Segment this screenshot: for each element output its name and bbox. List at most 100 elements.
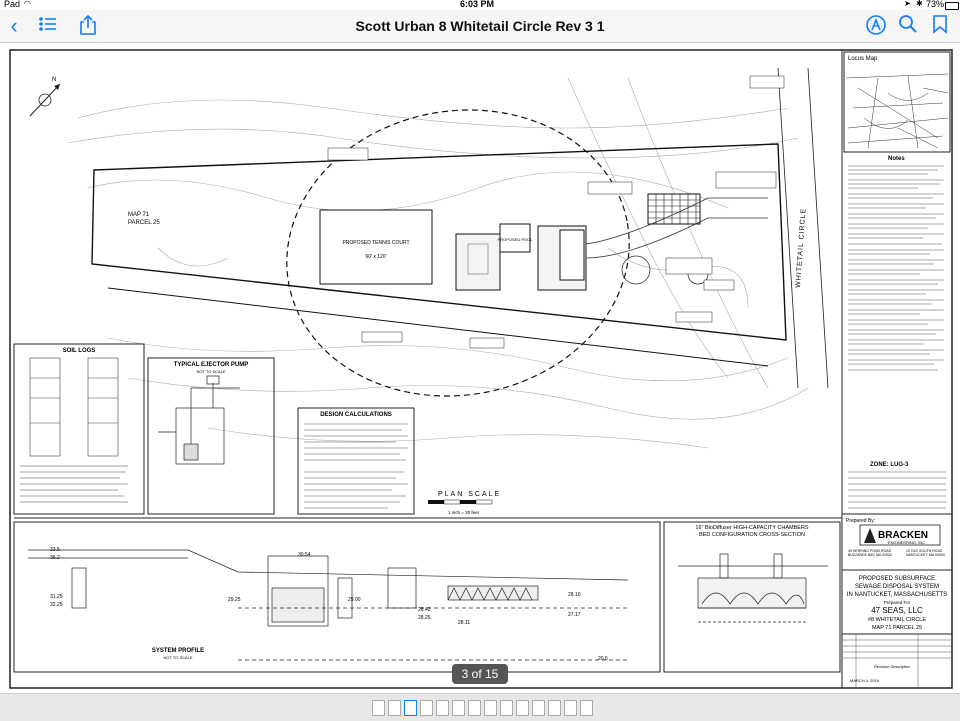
leaching-field	[647, 193, 701, 225]
clock: 6:03 PM	[460, 0, 495, 9]
wifi-icon: ◠	[24, 0, 31, 8]
well-protection-radius	[286, 109, 630, 397]
search-icon[interactable]	[896, 14, 920, 38]
system-profile-title: SYSTEM PROFILE	[152, 648, 204, 654]
markup-icon[interactable]	[864, 14, 888, 38]
project-title-2: SEWAGE DISPOSAL SYSTEM	[855, 584, 939, 590]
design-calculations-box	[297, 407, 415, 515]
elevation-groundwater: 20.5	[598, 656, 608, 662]
elevation-main-house: 33.5	[50, 547, 60, 553]
carrier-label: Pad	[4, 0, 21, 9]
revision-table	[842, 634, 952, 688]
prepared-for-label: Prepared For	[884, 600, 911, 605]
elevation-7: 28.10	[568, 592, 581, 598]
chamber-cross-section-box	[663, 521, 841, 673]
list-icon[interactable]	[36, 14, 60, 38]
svg-text:ENGINEERING, INC.: ENGINEERING, INC.	[888, 540, 926, 545]
ejector-pump-detail	[158, 375, 240, 465]
page-thumbnail[interactable]	[468, 700, 481, 716]
bookmark-icon[interactable]	[928, 14, 952, 38]
navigation-bar: ‹ Scott Urban 8 Whitetail Circle Rev 3 1	[0, 10, 960, 43]
callout-boxes	[327, 75, 785, 349]
page-thumbnail[interactable]	[436, 700, 449, 716]
elevation-6: 28.11	[458, 620, 470, 626]
page-thumbnail[interactable]	[484, 700, 497, 716]
proposed-structures: PROPOSED POOL	[455, 223, 587, 291]
page-thumbnail[interactable]	[420, 700, 433, 716]
soil-logs-box	[13, 343, 145, 515]
project-title-1: PROPOSED SUBSURFACE	[859, 576, 935, 582]
page-thumbnail[interactable]	[500, 700, 513, 716]
elevation-13: 32.25	[50, 602, 63, 608]
page-thumbnail[interactable]	[452, 700, 465, 716]
svg-text:60' x 120': 60' x 120'	[365, 254, 386, 260]
share-icon[interactable]	[76, 14, 100, 38]
page-thumbnail[interactable]	[532, 700, 545, 716]
bluetooth-icon: ✱	[916, 0, 923, 8]
soil-log-columns	[20, 357, 128, 503]
system-profile-box	[13, 521, 661, 673]
page-thumbnail[interactable]	[516, 700, 529, 716]
zone-table	[848, 471, 946, 509]
road-label: WHITETAIL CIRCLE	[795, 208, 808, 288]
notes-text-lines	[848, 165, 944, 371]
parcel-label: PARCEL 25	[128, 220, 160, 226]
document-page[interactable]: Locus Map Notes ZONE: LUG-3 Prepared By:	[8, 48, 954, 690]
lot-line	[107, 287, 769, 367]
back-icon[interactable]: ‹	[10, 13, 18, 38]
address-line-1: 49 HERRING POND ROAD	[848, 549, 892, 553]
page-thumbnail[interactable]	[372, 700, 385, 716]
locus-map-label: Locus Map	[848, 56, 878, 62]
chamber-title-1: 16" BioDiffuser HIGH-CAPACITY CHAMBERS	[695, 525, 809, 531]
elevation-8: 27.17	[568, 612, 581, 618]
plan-scale-note: 1 inch = 30 feet	[448, 510, 480, 515]
svg-text:NOT TO SCALE: NOT TO SCALE	[196, 369, 225, 374]
design-calc-lines	[304, 423, 408, 509]
elevation-12: 31.25	[50, 594, 63, 600]
plan-scale-title: PLAN SCALE	[438, 491, 501, 498]
location-icon: ➤	[904, 0, 911, 8]
map-label: MAP 71	[128, 212, 150, 218]
elevation-top: 30.54	[298, 552, 311, 558]
page-indicator: 3 of 15	[452, 664, 508, 684]
owner-name: 47 SEAS, LLC	[871, 606, 923, 615]
project-title-3: IN NANTUCKET, MASSACHUSETTS	[847, 592, 947, 598]
chamber-title-2: BED CONFIGURATION CROSS-SECTION	[699, 532, 805, 538]
page-thumbnail[interactable]	[388, 700, 401, 716]
page-thumbnail[interactable]	[564, 700, 577, 716]
soil-logs-title: SOIL LOGS	[63, 348, 96, 354]
site-plan-drawing: Locus Map Notes ZONE: LUG-3 Prepared By:	[9, 49, 953, 689]
elevation-4: 28.42	[418, 607, 431, 613]
svg-text:PROPOSED TENNIS COURT: PROPOSED TENNIS COURT	[342, 240, 409, 246]
bracken-logo: BRACKEN ENGINEERING, INC.	[859, 524, 941, 546]
elevation-5: 28.25	[418, 615, 431, 621]
document-title: Scott Urban 8 Whitetail Circle Rev 3 1	[355, 18, 605, 34]
tennis-court	[319, 209, 433, 285]
ejector-pump-box	[147, 357, 275, 515]
elevation-outlet: 29.00	[348, 597, 361, 603]
svg-text:PROPOSED POOL: PROPOSED POOL	[498, 237, 534, 242]
elevation-cabana: 36.2	[50, 555, 60, 561]
scale-bar	[428, 499, 493, 505]
prepared-by-label: Prepared By:	[846, 518, 875, 524]
design-calculations-title: DESIGN CALCULATIONS	[320, 412, 392, 418]
page-thumbnail[interactable]	[580, 700, 593, 716]
zone-title: ZONE: LUG-3	[870, 462, 909, 468]
address-line-2: BUZZARDS BAY, MA 02532	[848, 553, 892, 557]
chamber-detail	[678, 553, 828, 623]
thumbnail-strip[interactable]	[0, 693, 960, 721]
address-line-4: NANTUCKET, MA 02554	[906, 553, 945, 557]
notes-title: Notes	[888, 156, 905, 162]
map-parcel: MAP 71 PARCEL 25	[872, 625, 922, 631]
page-thumbnail[interactable]	[548, 700, 561, 716]
svg-text:BRACKEN: BRACKEN	[878, 530, 928, 541]
svg-text:N: N	[52, 77, 56, 83]
system-profile-detail	[28, 549, 629, 661]
locus-map-streets	[845, 73, 949, 149]
revision-header: Revision Description	[874, 664, 910, 669]
page-thumbnail-current[interactable]	[404, 700, 417, 716]
contour-lines	[67, 77, 809, 449]
site-address: #8 WHITETAIL CIRCLE	[868, 617, 926, 623]
battery-percent: 73%	[926, 0, 945, 9]
address-line-3: 19 OLD SOUTH ROAD	[906, 549, 943, 553]
